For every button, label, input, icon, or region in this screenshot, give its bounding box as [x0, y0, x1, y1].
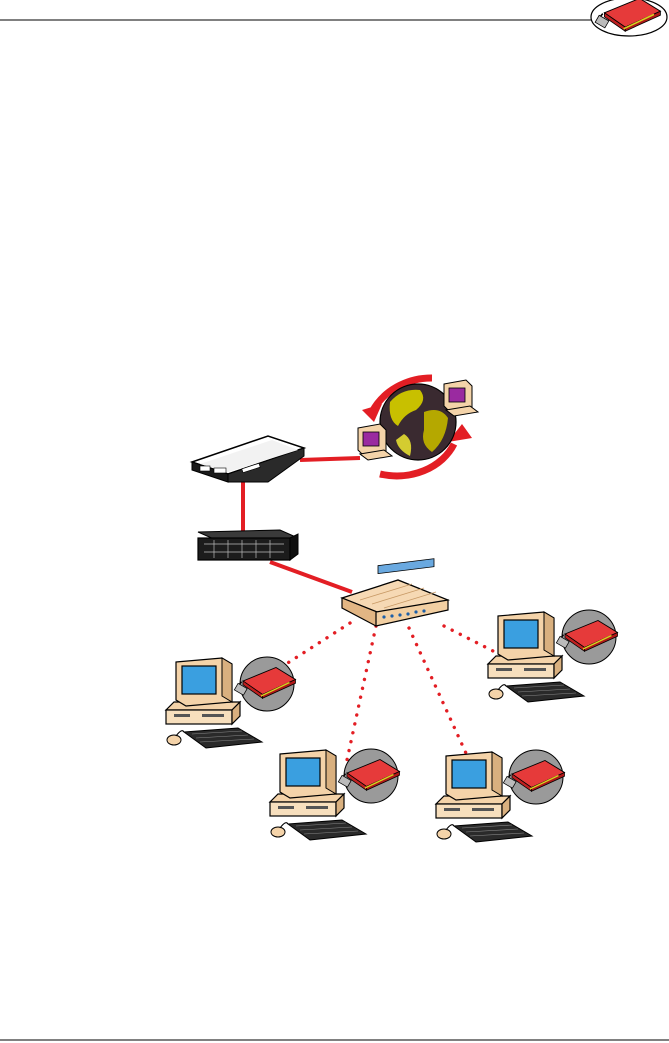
pc-4-card [556, 610, 617, 664]
pc-1-card [234, 657, 295, 711]
rack-switch-icon [198, 530, 298, 560]
link-hub-pc-4 [444, 626, 497, 653]
globe-internet-icon [358, 378, 478, 476]
dotted-links [283, 623, 497, 762]
link-hub-pc-3 [409, 628, 470, 762]
header-badge [591, 0, 667, 36]
pc-3-card [503, 750, 564, 804]
hub-icon [342, 559, 448, 626]
router-icon [192, 436, 304, 482]
link-hub-pc-1 [283, 623, 350, 666]
link-router-internet [300, 458, 360, 460]
pc-2-card [338, 749, 399, 803]
link-switch-hub [270, 562, 352, 592]
link-hub-pc-2 [347, 626, 376, 760]
